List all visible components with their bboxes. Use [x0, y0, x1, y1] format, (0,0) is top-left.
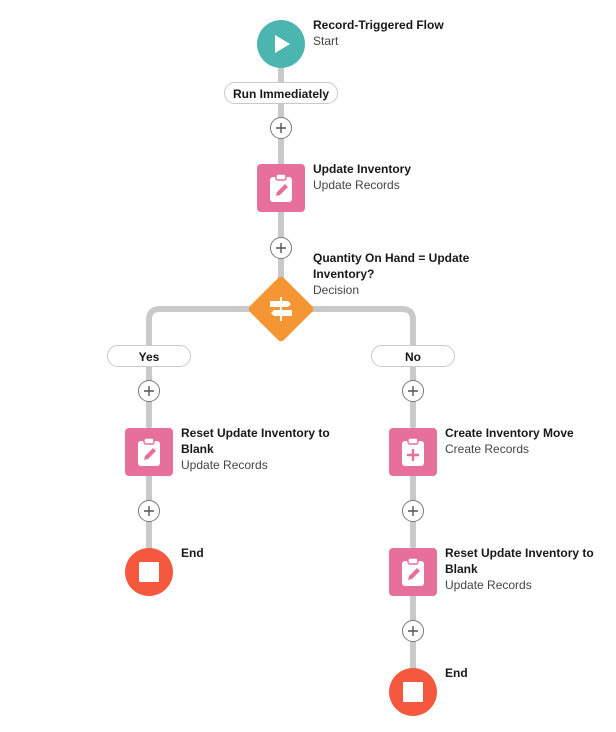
yes-reset-title-line1: Reset Update Inventory to [181, 426, 330, 440]
no-reset-inventory-node[interactable] [389, 548, 437, 596]
decision-title-line2: Inventory? [313, 267, 375, 281]
plus-icon [276, 123, 286, 133]
update-inventory-node[interactable] [257, 164, 305, 212]
update-inventory-label: Update Inventory Update Records [313, 161, 411, 193]
stop-icon [139, 562, 159, 582]
yes-reset-inventory-node[interactable] [125, 428, 173, 476]
update-inventory-title: Update Inventory [313, 162, 412, 176]
add-element-button[interactable] [402, 380, 424, 402]
plus-icon [144, 506, 154, 516]
start-node[interactable] [257, 20, 305, 68]
decision-subtitle: Decision [313, 283, 360, 297]
start-subtitle: Start [313, 34, 339, 48]
decision-title-line1: Quantity On Hand = Update [313, 251, 470, 265]
plus-icon [144, 386, 154, 396]
create-move-subtitle: Create Records [445, 442, 530, 456]
update-inventory-subtitle: Update Records [313, 178, 400, 192]
plus-icon [408, 506, 418, 516]
plus-icon [408, 626, 418, 636]
yes-end-label: End [181, 545, 204, 561]
add-element-button[interactable] [402, 620, 424, 642]
no-end-label: End [445, 665, 468, 681]
create-move-title: Create Inventory Move [445, 426, 574, 440]
add-element-button[interactable] [138, 500, 160, 522]
no-reset-title-line2: Blank [445, 562, 478, 576]
add-element-button[interactable] [402, 500, 424, 522]
yes-reset-inventory-label: Reset Update Inventory to Blank Update R… [181, 425, 330, 473]
connector-decision-yes [146, 306, 259, 429]
no-reset-title-line1: Reset Update Inventory to [445, 546, 594, 560]
connector-decision-no [303, 306, 416, 429]
no-reset-subtitle: Update Records [445, 578, 532, 592]
add-element-button[interactable] [138, 380, 160, 402]
outcome-no-pill[interactable]: No [371, 345, 455, 367]
yes-reset-title-line2: Blank [181, 442, 214, 456]
clipboard-pencil-icon [270, 173, 292, 202]
no-end-title: End [445, 666, 468, 680]
yes-end-title: End [181, 546, 204, 560]
yes-end-node[interactable] [125, 548, 173, 596]
play-icon [275, 35, 290, 53]
no-end-node[interactable] [389, 668, 437, 716]
clipboard-plus-icon [402, 437, 424, 466]
plus-icon [276, 243, 286, 253]
add-element-button[interactable] [270, 117, 292, 139]
yes-reset-subtitle: Update Records [181, 458, 268, 472]
clipboard-pencil-icon [138, 437, 160, 466]
run-path-pill[interactable]: Run Immediately [224, 82, 338, 104]
clipboard-pencil-icon [402, 557, 424, 586]
create-inventory-move-label: Create Inventory Move Create Records [445, 425, 574, 457]
decision-icon [270, 297, 292, 321]
outcome-yes-pill[interactable]: Yes [107, 345, 191, 367]
no-reset-inventory-label: Reset Update Inventory to Blank Update R… [445, 545, 594, 593]
plus-icon [408, 386, 418, 396]
start-label: Record-Triggered Flow Start [313, 17, 444, 49]
decision-label: Quantity On Hand = Update Inventory? Dec… [313, 250, 469, 298]
start-title: Record-Triggered Flow [313, 18, 444, 32]
stop-icon [403, 682, 423, 702]
add-element-button[interactable] [270, 237, 292, 259]
create-inventory-move-node[interactable] [389, 428, 437, 476]
